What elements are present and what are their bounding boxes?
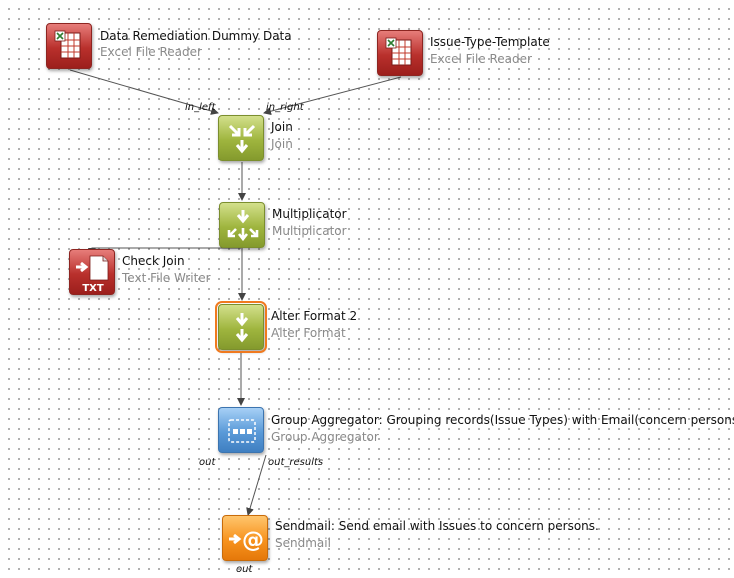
node-type: Excel File Reader (430, 52, 532, 66)
port-label-out: out (199, 457, 216, 468)
txt-badge: TXT (82, 283, 104, 294)
group-aggregator-icon[interactable] (218, 407, 264, 453)
node-title: Multiplicator (272, 207, 347, 221)
email-at-icon[interactable]: @ (222, 515, 268, 561)
node-title: Sendmail: Send email with Issues to conc… (275, 519, 599, 533)
port-label-out-results: out_results (268, 457, 324, 468)
excel-file-icon[interactable] (377, 30, 423, 76)
node-type: Alter Format (271, 326, 346, 340)
node-type: Excel File Reader (100, 45, 202, 59)
at-glyph: @ (242, 528, 264, 553)
port-label-in-right: in_right (266, 102, 304, 113)
node-type: Text File Writer (122, 271, 211, 285)
port-label-in-left: in_left (185, 102, 216, 113)
node-title: Join (271, 120, 293, 134)
node-title: Group Aggregator: Grouping records(Issue… (271, 413, 734, 427)
node-title: Issue-Type-Template (430, 35, 550, 49)
node-type: Join (271, 137, 293, 151)
edge-excel1-to-join[interactable] (69, 69, 219, 115)
node-type: Group Aggregator (271, 430, 379, 444)
node-type: Sendmail (275, 536, 331, 550)
excel-file-icon[interactable] (46, 23, 92, 69)
node-title: Check Join (122, 254, 185, 268)
node-title: Data Remediation Dummy Data (100, 29, 292, 43)
join-arrows-icon[interactable] (218, 115, 264, 161)
node-title: Alter Format 2 (271, 309, 358, 323)
txt-file-icon[interactable]: TXT (69, 249, 115, 295)
edge-excel2-to-join[interactable] (263, 76, 402, 116)
port-label-sendmail-out: out (236, 564, 253, 575)
edge-group-to-sendmail[interactable] (246, 454, 267, 516)
multiplicator-arrows-icon[interactable] (219, 202, 265, 248)
node-type: Multiplicator (272, 224, 347, 238)
down-arrow-icon[interactable] (215, 301, 267, 353)
